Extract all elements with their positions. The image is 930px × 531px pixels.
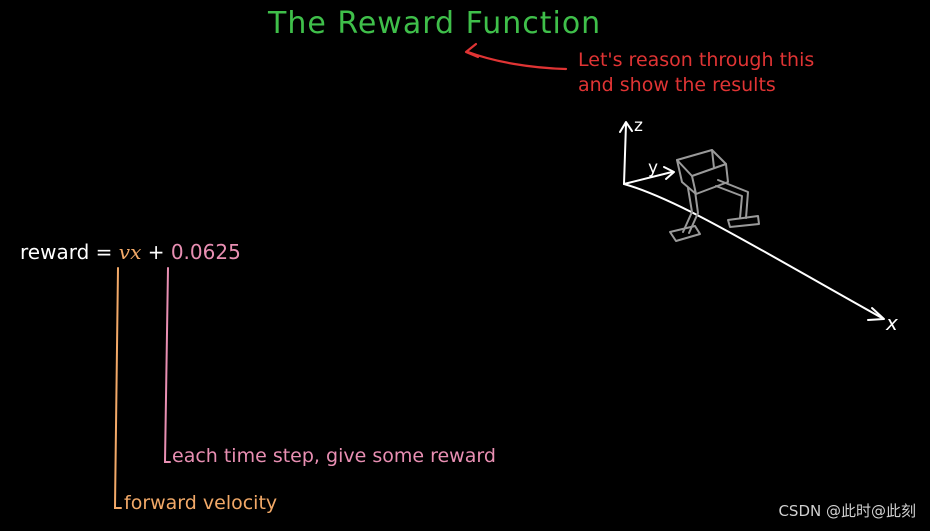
annotation-note-line-1: Let's reason through this — [578, 49, 815, 71]
reward-equation: reward = vx + 0.0625 — [20, 240, 241, 264]
annotation-note: Let's reason through this and show the r… — [578, 48, 814, 98]
z-axis-line — [623, 123, 627, 185]
watermark: CSDN @此时@此刻 — [778, 502, 916, 520]
y-axis-label: y — [648, 158, 658, 178]
constant-bracket — [163, 267, 171, 463]
equation-constant-term: 0.0625 — [170, 240, 241, 264]
equation-equals: = — [95, 240, 113, 264]
z-axis-arrow-icon — [619, 121, 633, 133]
equation-lhs: reward — [20, 240, 90, 264]
x-axis-line — [623, 183, 883, 319]
note-arrow-head — [464, 42, 480, 59]
annotation-note-line-2: and show the results — [578, 74, 776, 96]
forward-velocity-label: forward velocity — [124, 492, 278, 514]
note-arrow — [466, 50, 568, 71]
z-axis-label: z — [634, 116, 643, 136]
slide-title: The Reward Function — [268, 6, 602, 41]
x-axis-label: x — [885, 311, 898, 335]
equation-plus: + — [147, 240, 165, 264]
y-axis-line — [623, 171, 673, 185]
x-axis-arrow-icon — [867, 307, 885, 321]
walking-robot-icon — [669, 149, 760, 242]
y-axis-arrow-icon — [663, 166, 675, 180]
time-step-label: each time step, give some reward — [172, 445, 496, 467]
equation-velocity-term: vx — [118, 240, 142, 264]
velocity-bracket — [113, 267, 122, 509]
